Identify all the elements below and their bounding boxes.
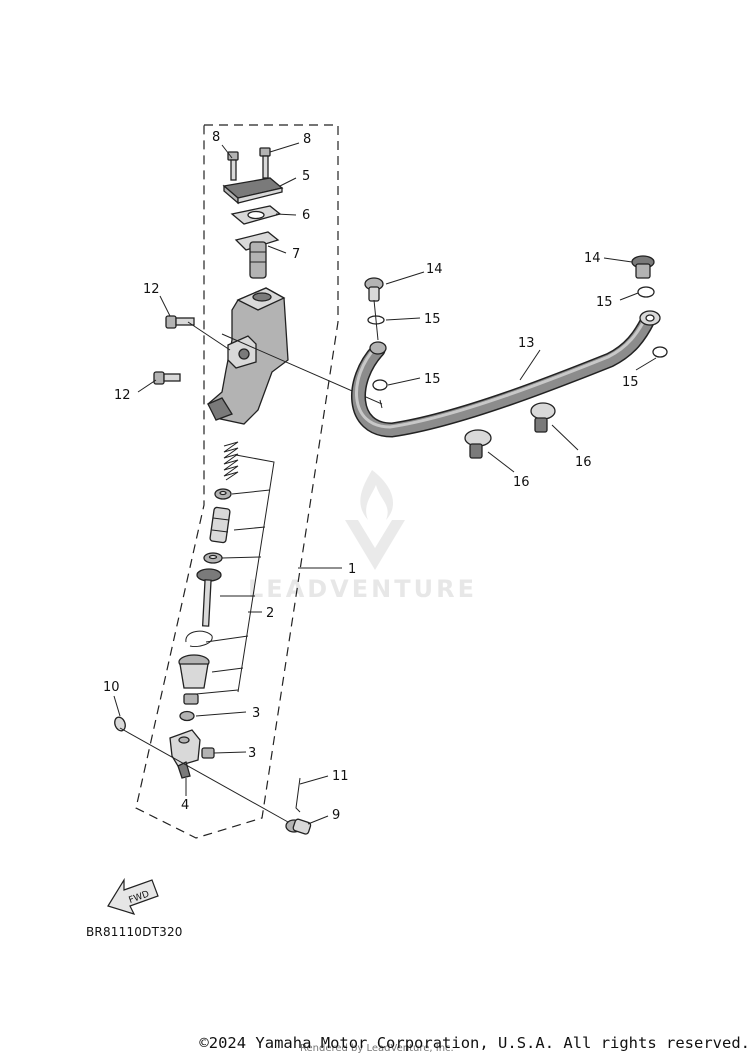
callout-2: 2 (266, 606, 274, 621)
bolt-12-upper (165, 315, 195, 329)
callout-labels: 1 2 3 3 4 5 6 7 8 8 9 10 11 12 12 13 14 … (103, 130, 639, 823)
gasket-15-c (637, 286, 655, 298)
gasket-15-b (372, 379, 388, 391)
callout-3a: 3 (252, 706, 260, 721)
fwd-arrow-icon: FWD (107, 877, 159, 915)
diaphragm-7 (234, 231, 280, 279)
watermark-text: LEADVENTURE (248, 575, 477, 603)
callout-7: 7 (292, 247, 300, 262)
clevis-pin-9 (285, 818, 312, 835)
callout-5: 5 (302, 169, 310, 184)
callout-8b: 8 (303, 132, 311, 147)
callout-12b: 12 (114, 388, 131, 403)
dust-boot (178, 654, 210, 689)
bolt-8-right (259, 147, 271, 179)
callout-14b: 14 (584, 251, 601, 266)
callout-15c: 15 (596, 295, 613, 310)
circlip (185, 630, 213, 647)
union-bolt-14-left (364, 277, 384, 302)
hose-clamp-16-b (530, 402, 556, 433)
diagram-code: BR81110DT320 (86, 925, 183, 939)
callout-13: 13 (518, 336, 535, 351)
brake-hose-13 (351, 310, 661, 438)
callout-leaders (113, 142, 657, 825)
assembly-boundary (135, 124, 339, 839)
piston (209, 506, 231, 544)
reservoir-cap-5 (222, 177, 284, 205)
nut-3-b (201, 747, 215, 759)
watermark-logo (345, 470, 405, 570)
hose-clamp-16-a (464, 429, 492, 459)
piston-washer (203, 552, 223, 564)
copyright-notice: ©2024 Yamaha Motor Corporation, U.S.A. A… (199, 1034, 750, 1052)
diaphragm-plate-6 (230, 205, 282, 225)
callout-9: 9 (332, 808, 340, 823)
bolt-8-left (227, 151, 239, 181)
callout-14a: 14 (426, 262, 443, 277)
gasket-15-d (652, 346, 668, 358)
callout-12a: 12 (143, 282, 160, 297)
kit-bracket-2 (195, 454, 275, 695)
callout-6: 6 (302, 208, 310, 223)
nut-3-a (179, 710, 195, 722)
callout-3b: 3 (248, 746, 256, 761)
cotter-pin-11 (295, 777, 301, 813)
washer-10 (114, 716, 126, 732)
cup-seal (214, 488, 232, 500)
return-spring (223, 441, 239, 481)
callout-15b: 15 (424, 372, 441, 387)
push-rod (196, 568, 222, 627)
callout-16b: 16 (575, 455, 592, 470)
callout-11: 11 (332, 769, 349, 784)
bolt-12-lower (153, 371, 181, 385)
credit-text: Rendered by LeadVenture, Inc. (300, 1043, 454, 1054)
callout-1: 1 (348, 562, 356, 577)
callout-8a: 8 (212, 130, 220, 145)
callout-15a: 15 (424, 312, 441, 327)
callout-16a: 16 (513, 475, 530, 490)
nut-upper (183, 693, 199, 705)
callout-4: 4 (181, 798, 189, 813)
master-cylinder-body (207, 287, 289, 425)
clevis-4 (169, 729, 201, 779)
union-bolt-14-right (631, 255, 655, 279)
callout-15d: 15 (622, 375, 639, 390)
callout-10: 10 (103, 680, 120, 695)
